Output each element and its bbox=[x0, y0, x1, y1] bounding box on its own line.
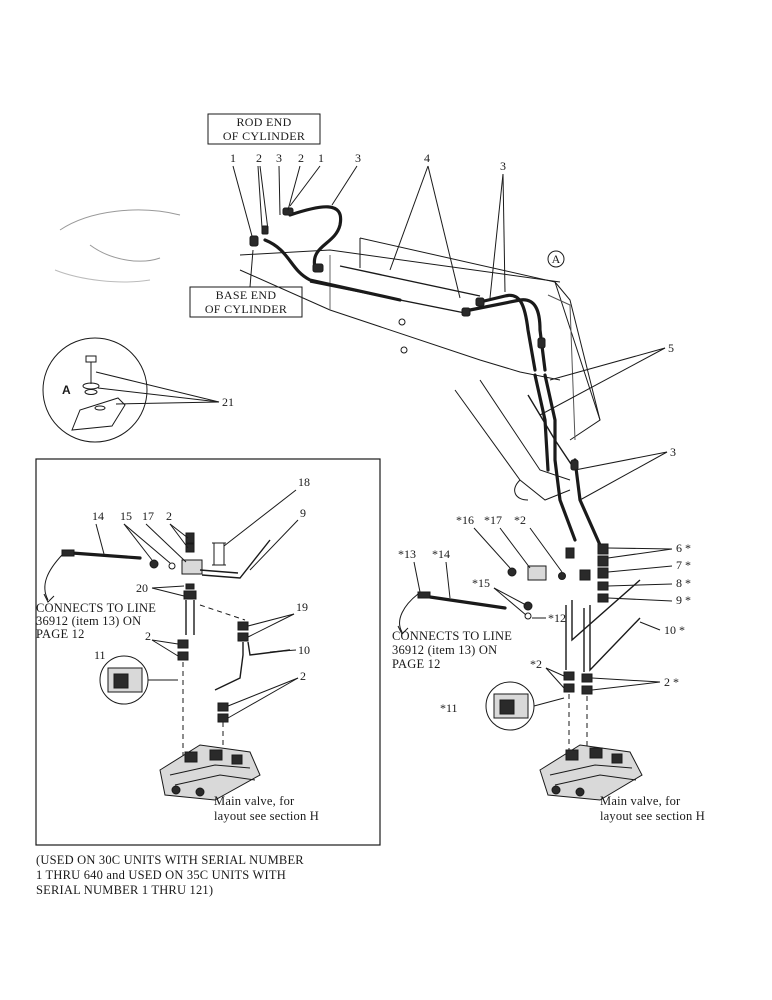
callout-r-10: 10 * bbox=[664, 623, 685, 637]
callout-r-12: *12 bbox=[548, 611, 566, 625]
detail-a: A 21 bbox=[42, 337, 234, 443]
rod-end-label: ROD END OF CYLINDER bbox=[207, 113, 321, 145]
callout-r-11: *11 bbox=[440, 701, 458, 715]
callout-r-13: *13 bbox=[398, 547, 416, 561]
callout-1: layout see section H bbox=[600, 809, 705, 823]
callout-box-2c: 2 bbox=[300, 669, 306, 683]
callout-box-9: 9 bbox=[300, 506, 306, 520]
callout-r-2c: 2 * bbox=[664, 675, 679, 689]
callout-top-1b: 1 bbox=[318, 151, 324, 165]
main-valve-left-caption: Main valve, for bbox=[214, 794, 295, 808]
callout-box-14: 14 bbox=[92, 509, 104, 523]
callout-detail-21: 21 bbox=[222, 395, 234, 409]
callout-box-2a: 2 bbox=[166, 509, 172, 523]
callout-r-14: *14 bbox=[432, 547, 450, 561]
callout-0: (USED ON 30C UNITS WITH SERIAL NUMBER bbox=[36, 853, 304, 867]
callout-1: 36912 (item 13) ON bbox=[392, 643, 497, 657]
callout-r-7: 7 * bbox=[676, 558, 691, 572]
callout-box-11: 11 bbox=[94, 648, 106, 662]
callout-2: PAGE 12 bbox=[36, 627, 85, 641]
callout-r-2b: *2 bbox=[530, 657, 542, 671]
callout-r-17: *17 bbox=[484, 513, 502, 527]
callout-detail-a: A bbox=[62, 383, 71, 397]
callout-1: OF CYLINDER bbox=[223, 129, 305, 143]
callout-1: layout see section H bbox=[214, 809, 319, 823]
callout-box-17: 17 bbox=[142, 509, 154, 523]
callout-box-19: 19 bbox=[296, 600, 308, 614]
callout-r-8: 8 * bbox=[676, 576, 691, 590]
hose-lines bbox=[263, 205, 602, 547]
callout-r-15: *15 bbox=[472, 576, 490, 590]
callout-r-16: *16 bbox=[456, 513, 474, 527]
callout-box-20: 20 bbox=[136, 581, 148, 595]
connects-note-left: CONNECTS TO LINE bbox=[36, 601, 156, 615]
callout-1: OF CYLINDER bbox=[205, 302, 287, 316]
callout-r-2: *2 bbox=[514, 513, 526, 527]
upper-callouts: 1 2 3 2 1 3 4 3 5 3 bbox=[230, 151, 676, 501]
callout-top-3b: 3 bbox=[355, 151, 361, 165]
inset-box: CONNECTS TO LINE 36912 (item 13) ON PAGE… bbox=[35, 458, 381, 846]
callout-top-3c: 3 bbox=[500, 159, 506, 173]
callout-top-2b: 2 bbox=[298, 151, 304, 165]
usage-note: (USED ON 30C UNITS WITH SERIAL NUMBER 1 … bbox=[36, 853, 304, 897]
callout-1: 36912 (item 13) ON bbox=[36, 614, 141, 628]
callout-r-6: 6 * bbox=[676, 541, 691, 555]
connects-note-right: CONNECTS TO LINE bbox=[392, 629, 512, 643]
callout-box-18: 18 bbox=[298, 475, 310, 489]
callout-right-3: 3 bbox=[670, 445, 676, 459]
circle-a-marker: A bbox=[552, 252, 561, 266]
callout-box-15: 15 bbox=[120, 509, 132, 523]
main-valve-right-caption: Main valve, for bbox=[600, 794, 681, 808]
callout-0: BASE END bbox=[216, 288, 277, 302]
boom-structure: A bbox=[54, 209, 601, 501]
callout-2: PAGE 12 bbox=[392, 657, 441, 671]
callout-box-10: 10 bbox=[298, 643, 310, 657]
callout-top-4: 4 bbox=[424, 151, 430, 165]
main-valve-left bbox=[159, 744, 261, 801]
callout-top-1a: 1 bbox=[230, 151, 236, 165]
callout-1: 1 THRU 640 and USED ON 35C UNITS WITH bbox=[36, 868, 286, 882]
main-valve-right bbox=[539, 744, 643, 801]
callout-top-3a: 3 bbox=[276, 151, 282, 165]
right-assembly: CONNECTS TO LINE 36912 (item 13) ON PAGE… bbox=[392, 513, 705, 823]
upper-fittings bbox=[249, 207, 579, 471]
callout-r-9: 9 * bbox=[676, 593, 691, 607]
base-end-label: BASE END OF CYLINDER bbox=[189, 249, 303, 318]
callout-2: SERIAL NUMBER 1 THRU 121) bbox=[36, 883, 213, 897]
callout-right-5: 5 bbox=[668, 341, 674, 355]
callout-0: ROD END bbox=[236, 115, 291, 129]
callout-box-2b: 2 bbox=[145, 629, 151, 643]
callout-top-2a: 2 bbox=[256, 151, 262, 165]
